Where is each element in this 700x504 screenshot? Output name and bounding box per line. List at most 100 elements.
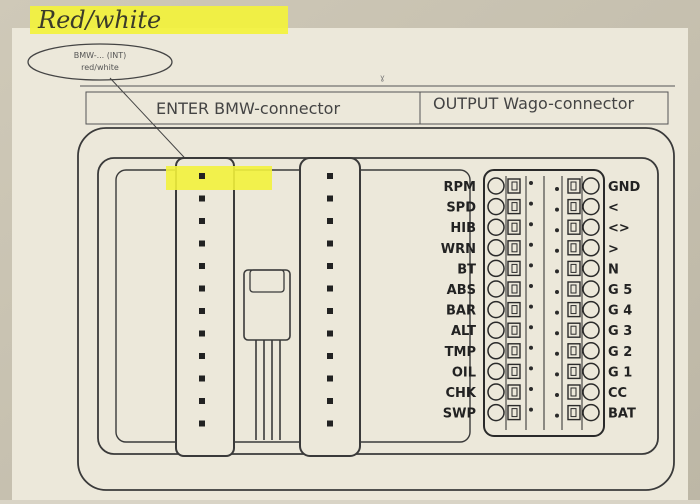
oval-label-line1: BMW-... (INT) [74, 51, 127, 60]
wago-dot-right [555, 393, 559, 397]
wago-clamp-left [507, 343, 521, 359]
right-signal-label: G 2 [608, 345, 632, 360]
wago-dot-right [555, 248, 559, 253]
wago-clamp-right [567, 404, 581, 421]
left-signal-label: RPM [444, 180, 476, 195]
right-signal-label: N [608, 262, 619, 277]
wago-clamp-left-inner [511, 263, 518, 273]
wago-clamp-left-inner [511, 325, 518, 335]
bmw-pin [199, 263, 205, 269]
wago-dot-left [529, 387, 533, 391]
wago-dot-right [555, 187, 559, 191]
middle-pin [327, 420, 333, 427]
wago-dot-right [555, 372, 559, 377]
wago-hole-left [487, 239, 505, 257]
left-signal-label: BT [457, 262, 476, 277]
middle-pins [327, 173, 333, 427]
wago-dot-left [529, 407, 533, 412]
wago-clamp-right-inner [570, 346, 577, 356]
wago-clamp-left-inner [511, 408, 518, 418]
middle-pin [327, 398, 333, 404]
wago-dot-left [529, 284, 533, 288]
bmw-pin [199, 353, 205, 359]
wago-dot-right [555, 331, 559, 336]
right-signal-label: <> [608, 221, 630, 236]
wago-clamp-left-inner [511, 243, 518, 253]
wago-clamp-left [507, 198, 521, 215]
handwritten-note: Red/white [37, 6, 161, 34]
right-signal-label: G 1 [608, 365, 632, 380]
left-compartment [115, 169, 471, 443]
wago-clamp-right [567, 198, 581, 215]
wago-hole-left [487, 259, 505, 278]
wago-clamp-left-inner [511, 305, 518, 315]
wago-dot-right [555, 351, 559, 356]
right-signal-label: G 5 [608, 283, 632, 298]
wago-clamp-right [567, 281, 581, 297]
wago-dot-left [529, 181, 533, 185]
wago-hole-right [582, 342, 600, 360]
wago-hole-left [487, 280, 505, 298]
wago-hole-left [487, 342, 505, 360]
middle-pin [327, 285, 333, 292]
bmw-pins [199, 173, 205, 427]
left-signal-label: SWP [443, 407, 476, 422]
wago-hole-right [582, 197, 600, 216]
wago-clamp-left [507, 301, 521, 318]
wago-hole-right [582, 239, 600, 257]
wago-dot-left [529, 366, 533, 371]
right-signal-label: CC [608, 386, 627, 401]
wago-dot-left [529, 201, 533, 206]
wago-clamp-right-inner [570, 202, 577, 212]
bmw-pin [199, 173, 205, 179]
left-signal-label: HIB [450, 221, 476, 236]
wago-hole-left [487, 197, 505, 216]
wago-clamp-left-inner [511, 346, 518, 356]
right-signal-label: GND [608, 180, 641, 195]
right-signal-label: < [608, 201, 619, 216]
wago-dot-left [529, 325, 533, 330]
wago-hole-left [487, 321, 505, 339]
wago-dot-right [555, 228, 559, 233]
wago-clamp-right-inner [570, 408, 577, 418]
wago-clamp-right-inner [570, 325, 577, 335]
wago-clamp-right [567, 240, 581, 256]
oval-label-line2: red/white [81, 63, 119, 72]
inner-panel [97, 157, 659, 455]
wago-dot-right [555, 290, 559, 294]
wago-clamp-right [567, 343, 581, 359]
bmw-pin [199, 398, 205, 404]
bmw-pin [199, 195, 205, 202]
wago-clamp-left-inner [511, 366, 518, 376]
wago-clamp-left [507, 404, 521, 421]
wago-clamp-right-inner [570, 181, 577, 191]
wago-dot-left [529, 304, 533, 309]
left-signal-label: OIL [452, 365, 476, 380]
middle-pin [327, 195, 333, 202]
wago-clamp-right-inner [570, 284, 577, 294]
wago-hole-left [487, 177, 505, 195]
left-signal-label: WRN [441, 242, 476, 257]
bmw-pin [199, 375, 205, 382]
wago-dot-left [529, 242, 533, 247]
wago-clamp-right-inner [570, 222, 577, 232]
wago-hole-left [487, 383, 505, 401]
middle-pin [327, 240, 333, 247]
wago-hole-left [487, 300, 505, 319]
bmw-pin [199, 330, 205, 337]
wago-dot-left [529, 263, 533, 268]
middle-pin [327, 308, 333, 314]
oval-label [27, 43, 173, 81]
bmw-pin-strip [175, 157, 235, 457]
bmw-pin [199, 308, 205, 314]
right-signal-label: G 3 [608, 324, 632, 339]
wago-clamp-left [507, 281, 521, 297]
wago-hole-left [487, 362, 505, 381]
wago-clamp-left [507, 384, 521, 400]
wago-hole-right [582, 177, 600, 195]
wago-clamp-right [567, 301, 581, 318]
wago-clamp-left [507, 260, 521, 277]
wago-dot-right [555, 269, 559, 274]
